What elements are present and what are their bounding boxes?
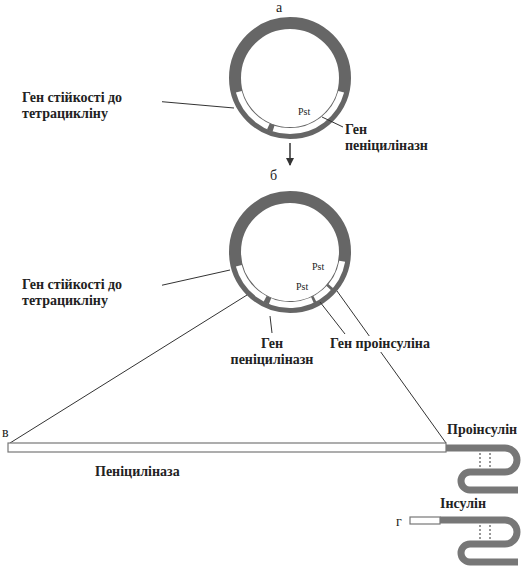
leader-line xyxy=(154,270,230,287)
proinsulin-chain xyxy=(446,448,518,490)
step-arrow xyxy=(289,143,291,165)
leader-line xyxy=(154,101,234,108)
disulfide-bond xyxy=(480,525,481,539)
pst-site xyxy=(329,286,331,288)
gene-band xyxy=(239,92,341,131)
protein-label: Пеніциліназа xyxy=(95,464,180,480)
panel-letter: г xyxy=(396,514,402,530)
pst-site xyxy=(312,299,315,300)
zoom-line xyxy=(10,295,247,443)
leader-line xyxy=(322,117,343,127)
gene-label: Ген стійкості до тетрацикліну xyxy=(22,277,162,309)
gene-band xyxy=(239,261,342,305)
gene-label: Ген стійкості до тетрацикліну xyxy=(22,90,162,122)
penicillinase-bar xyxy=(8,443,446,452)
gene-label: Ген пеніциліназн xyxy=(222,336,322,368)
insulin-chain xyxy=(440,520,518,562)
site-label: Pst xyxy=(298,106,310,118)
leader-line xyxy=(320,302,345,334)
zoom-line xyxy=(337,291,446,443)
plasmid-ring xyxy=(235,197,345,307)
gene-segments xyxy=(239,261,342,305)
disulfide-bond xyxy=(490,453,491,467)
gene-segments xyxy=(239,92,341,131)
protein-label: Інсулін xyxy=(440,496,486,512)
panel-letter: б xyxy=(270,168,277,184)
plasmid-ring xyxy=(235,23,345,133)
panel-letter: а xyxy=(276,0,282,16)
peptide-stub xyxy=(410,517,440,524)
panel-letter: в xyxy=(2,425,9,441)
gene-label: Ген пеніциліназн xyxy=(345,122,445,154)
site-label: Pst xyxy=(296,281,308,293)
gene-label: Ген проінсуліна xyxy=(330,336,430,352)
site-label: Pst xyxy=(312,261,324,273)
disulfide-bond xyxy=(480,453,481,467)
gene-boundary xyxy=(268,126,273,128)
protein-label: Проінсулін xyxy=(447,422,517,438)
disulfide-bond xyxy=(490,525,491,539)
leader-line xyxy=(270,316,272,333)
gene-boundary xyxy=(265,299,270,301)
